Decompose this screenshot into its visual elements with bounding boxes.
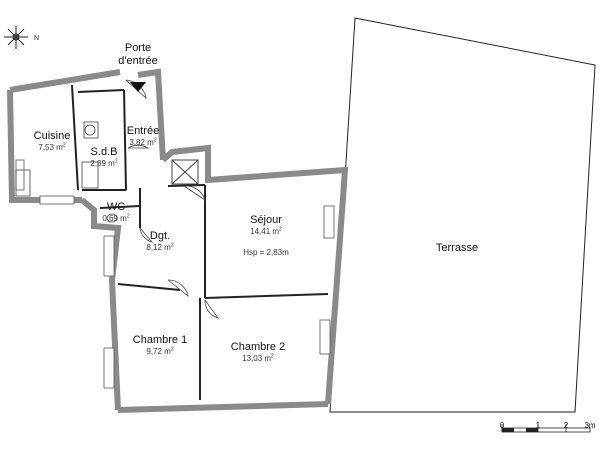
fixtures: [15, 121, 118, 223]
entrance-arrow-icon: [130, 82, 146, 92]
room-entree: Entrée 3,82 m2: [126, 125, 160, 147]
room-chambre1: Chambre 1 9,72 m2: [132, 334, 188, 356]
scale-tick-1: 1: [535, 421, 541, 430]
scale-tick-0: 0: [499, 421, 505, 430]
windows: [15, 159, 335, 389]
scale-bar: [501, 424, 591, 433]
compass-letter: N: [34, 35, 39, 42]
terrace-outline: [329, 17, 596, 413]
scale-tick-2: 2: [563, 421, 569, 430]
interior-walls: [71, 84, 329, 400]
room-cuisine: Cuisine 7,53 m2: [33, 130, 71, 152]
compass-icon: [4, 26, 28, 49]
room-dgt: Dgt. 8,12 m2: [146, 230, 174, 252]
room-sejour: Séjour 14,41 m2 Hsp = 2,83m: [243, 214, 289, 257]
exterior-walls: [7, 68, 349, 413]
scale-tick-3: 3m: [584, 421, 596, 430]
shaft: [171, 159, 199, 185]
room-chambre2: Chambre 2 13,03 m2: [230, 341, 286, 363]
room-wc: WC 0,69 m2: [102, 201, 130, 223]
entrance-label: Porte d'entrée: [118, 42, 158, 67]
room-sdb: S.d.B 2,89 m2: [90, 146, 118, 168]
room-terrasse: Terrasse: [435, 242, 479, 254]
